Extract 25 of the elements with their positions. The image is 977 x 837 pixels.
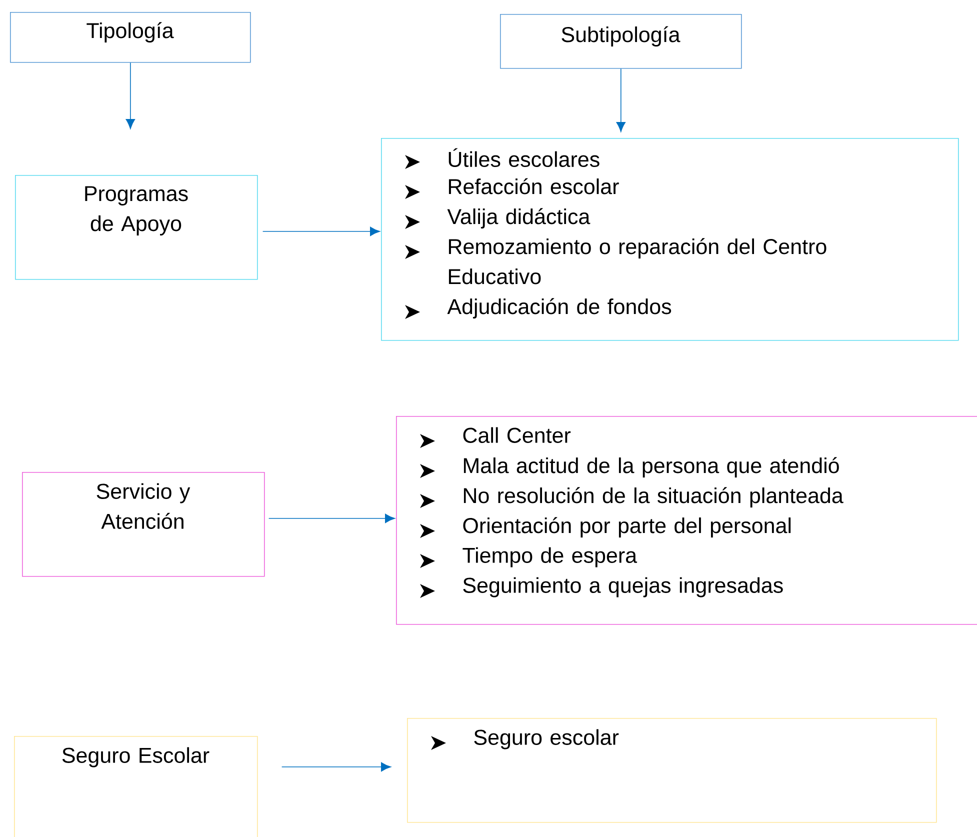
text-box: Programas de Apoyo (15, 175, 258, 280)
list-item: Seguimiento a quejas ingresadas (420, 577, 783, 598)
arrow (281, 762, 392, 772)
list-item: Orientación por parte del personal (420, 517, 791, 538)
list-item: Útiles escolares (405, 148, 600, 169)
list-box (396, 416, 977, 625)
list-item: Tiempo de espera (420, 547, 638, 568)
arrow (262, 226, 380, 236)
arrow (126, 62, 136, 130)
list-item: Valija didáctica (405, 208, 590, 229)
text-box: Tipología (10, 12, 251, 63)
list-item: No resolución de la situación planteada (420, 487, 844, 508)
list-item: Mala actitud de la persona que atendió (420, 457, 839, 478)
list-item: Remozamiento o reparación del Centro Educativo (405, 238, 826, 284)
list-item: Seguro escolar (431, 729, 619, 750)
text-box: Servicio y Atención (22, 472, 265, 577)
list-item: Adjudicación de fondos (405, 298, 672, 319)
list-item: Refacción escolar (405, 178, 619, 199)
list-box (381, 138, 959, 341)
list-item: Call Center (420, 427, 571, 448)
list-box (407, 718, 937, 823)
text-box: Subtipología (500, 14, 742, 69)
arrow (616, 68, 626, 132)
text-box: Seguro Escolar (14, 736, 258, 837)
arrow (268, 514, 396, 524)
